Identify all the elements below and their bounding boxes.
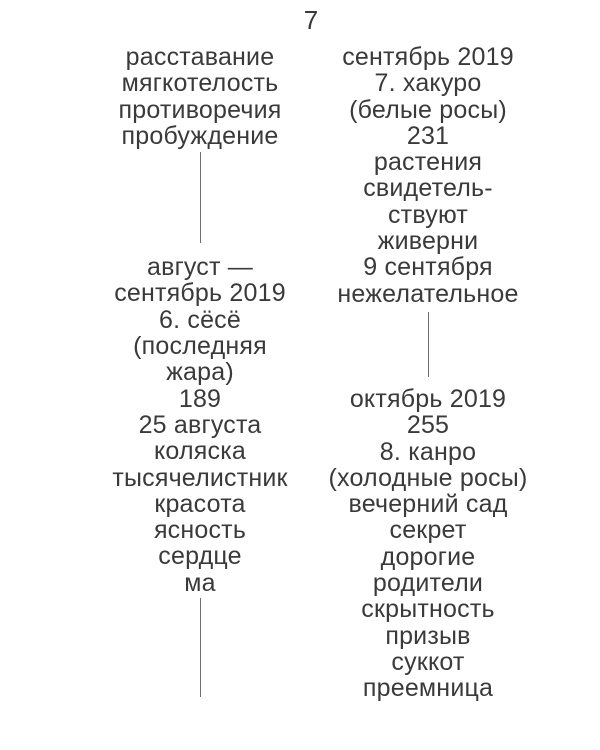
toc-line: ствуют [387, 200, 469, 229]
vertical-divider-line [199, 598, 201, 698]
section-divider-gap [50, 149, 350, 254]
toc-line: вечерний сад [348, 490, 508, 519]
toc-line: мягкотелость [121, 69, 279, 98]
toc-line: призыв [385, 621, 471, 650]
toc-line: 25 августа [138, 410, 262, 439]
toc-line: скрытность [361, 595, 495, 624]
toc-line: август — [146, 253, 254, 282]
toc-line: жара) [166, 358, 234, 387]
toc-line: 6. сёсё [158, 305, 241, 334]
toc-line: 255 [406, 411, 450, 440]
toc-line: 231 [406, 121, 450, 150]
toc-line: 8. канро [379, 437, 477, 466]
toc-line: (белые росы) [349, 95, 507, 124]
toc-line: коляска [154, 437, 246, 466]
toc-line: 7. хакуро [374, 69, 482, 98]
toc-line: живерни [377, 227, 479, 256]
toc-line: свидетель- [363, 174, 493, 203]
toc-line: 189 [178, 384, 222, 413]
toc-line: преемница [362, 674, 494, 703]
toc-line: секрет [389, 516, 467, 545]
toc-line: (последняя [133, 332, 267, 361]
toc-line: дорогие [380, 542, 476, 571]
toc-line: растения [373, 148, 483, 177]
toc-line: суккот [391, 647, 465, 676]
toc-line: сентябрь 2019 [342, 43, 514, 71]
toc-line: расставание [125, 43, 275, 71]
toc-line: сентябрь 2019 [114, 279, 286, 308]
toc-line: родители [372, 569, 484, 598]
toc-line: красота [154, 489, 246, 518]
toc-line: сердце [158, 542, 242, 571]
toc-line: тысячелистник [112, 463, 288, 492]
toc-line: (холодные росы) [328, 463, 528, 492]
toc-line: ма [184, 568, 216, 597]
section-divider-gap [278, 307, 578, 386]
page-number: 7 [303, 5, 319, 35]
vertical-divider-line [199, 152, 201, 244]
toc-line: пробуждение [121, 121, 279, 150]
vertical-divider-line [427, 311, 429, 377]
toc-line: октябрь 2019 [349, 384, 507, 413]
toc-line: ясность [153, 516, 247, 545]
section-divider-gap [50, 596, 350, 701]
toc-line: противоречия [118, 95, 282, 124]
toc-line: 9 сентября [363, 253, 493, 282]
toc-line: нежелательное [337, 279, 519, 308]
